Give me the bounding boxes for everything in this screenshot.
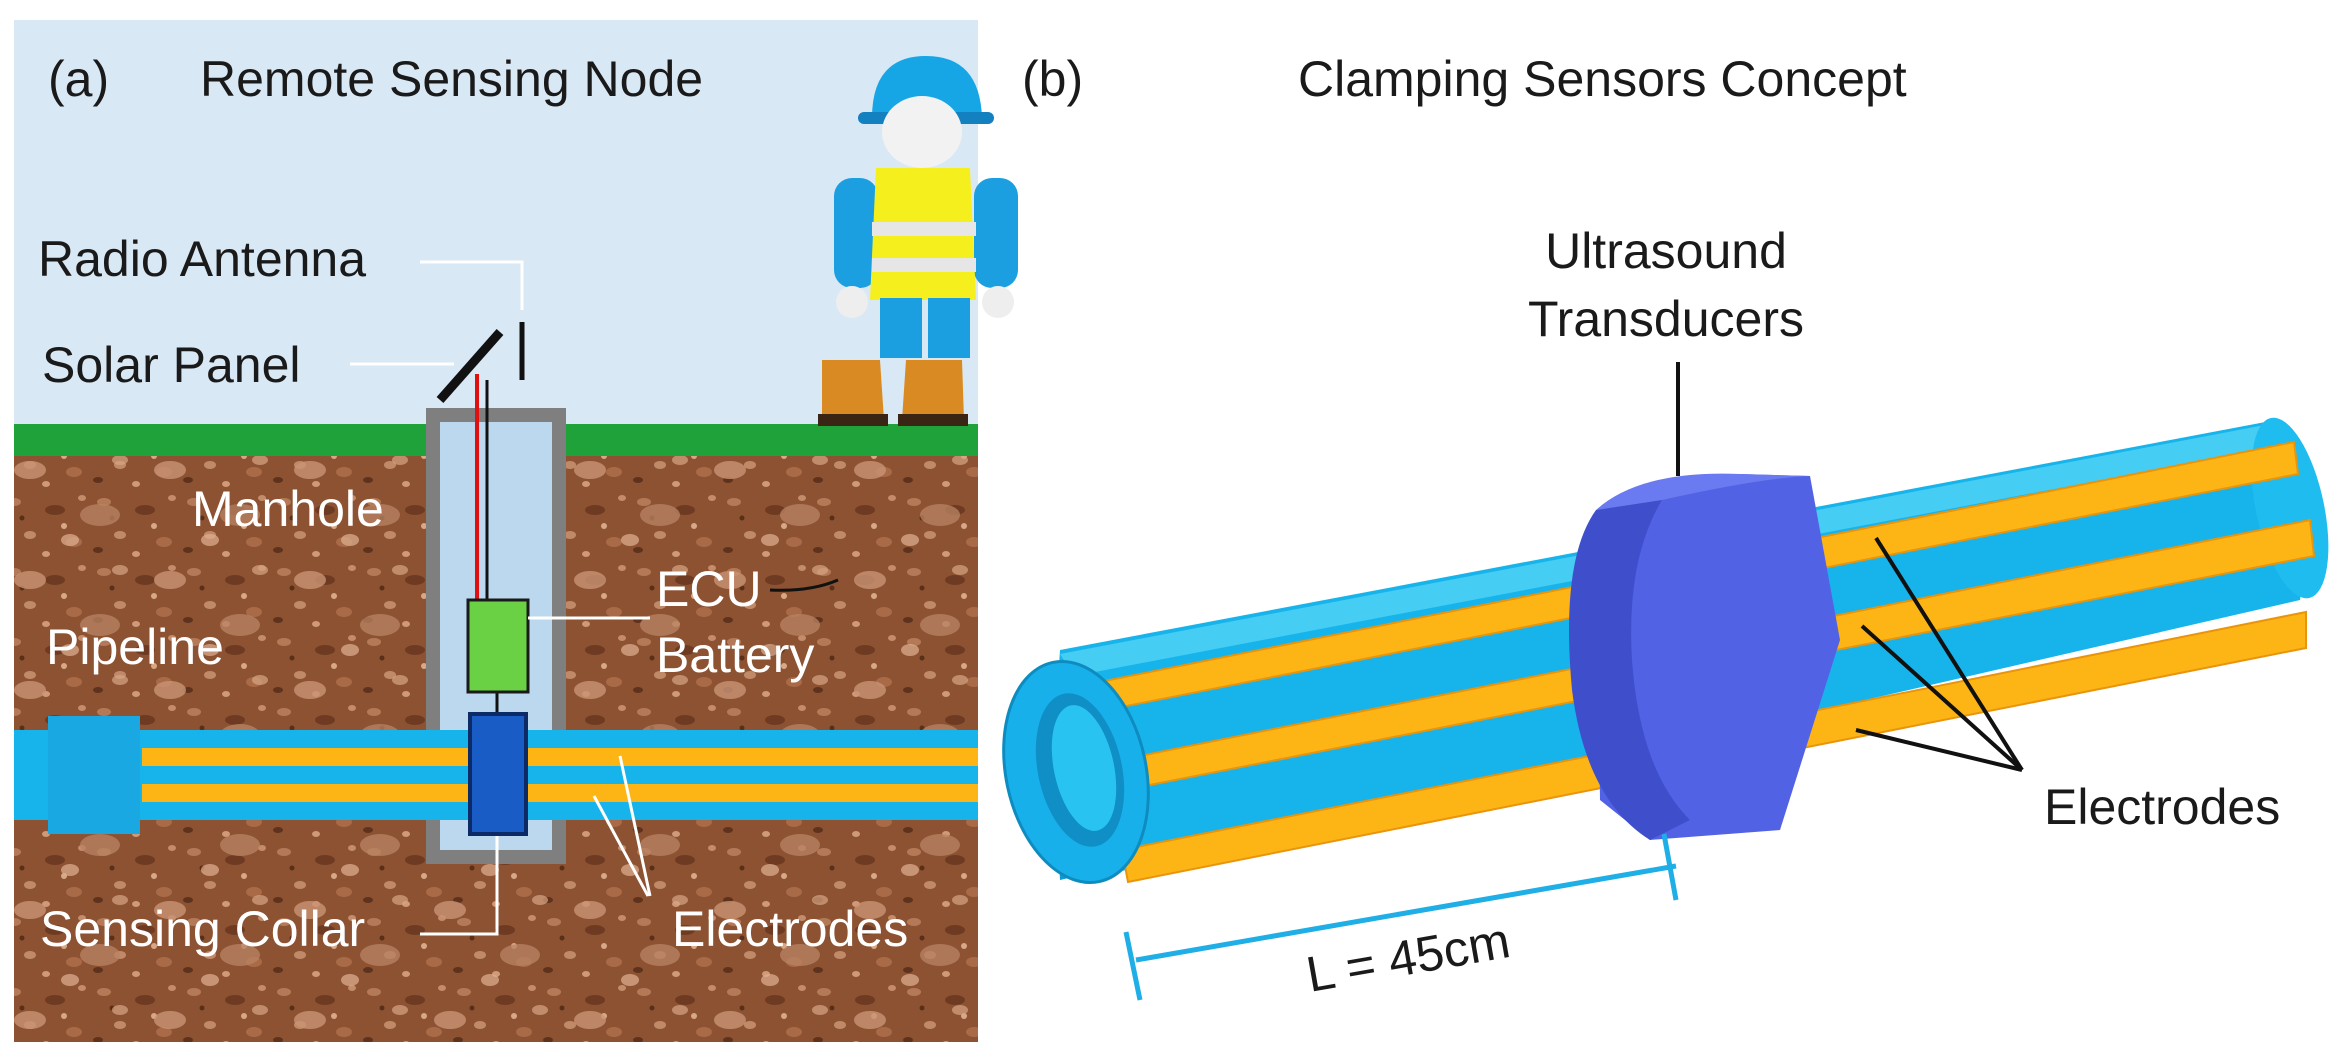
ecu-label: ECU xyxy=(656,561,762,617)
battery-label: Battery xyxy=(656,627,814,683)
transducer-ring-top xyxy=(1596,473,1810,510)
solar-panel xyxy=(436,329,504,403)
electrode-b-leader-1 xyxy=(1874,536,2024,772)
sensing-collar-leader xyxy=(420,836,499,936)
dimension-line xyxy=(1135,863,1677,963)
manhole-label: Manhole xyxy=(192,481,384,537)
sky xyxy=(14,20,978,428)
electrode-leader-1 xyxy=(592,795,650,897)
pipe-electrode-lower xyxy=(142,784,978,802)
sensing-collar xyxy=(468,712,528,836)
pipe-electrode-upper xyxy=(142,748,978,766)
transducer-ring xyxy=(1596,474,1840,840)
pipeline-label: Pipeline xyxy=(46,619,224,675)
ultrasound-label-line2: Transducers xyxy=(1528,291,1804,347)
dimension-tick-right xyxy=(1661,833,1679,901)
pipe-near-end-bore xyxy=(1051,705,1117,831)
ecu-battery-box xyxy=(466,598,530,694)
ultrasound-label-line1: Ultrasound xyxy=(1545,223,1787,279)
electrode-b-leader-2 xyxy=(1860,624,2024,772)
ecu-black-mark xyxy=(769,578,839,592)
electrodes-label-b: Electrodes xyxy=(2044,779,2280,835)
solar-panel-label: Solar Panel xyxy=(42,337,301,393)
dimension-tick-left xyxy=(1123,931,1143,1001)
panel-b-tag: (b) xyxy=(1022,51,1083,107)
sensing-collar-label: Sensing Collar xyxy=(40,901,365,957)
panel-b-title: Clamping Sensors Concept xyxy=(1298,51,1907,107)
panel-a-tag: (a) xyxy=(48,51,109,107)
radio-antenna-label: Radio Antenna xyxy=(38,231,366,287)
electrodes-label-a: Electrodes xyxy=(672,901,908,957)
worker-figure xyxy=(818,56,1018,426)
panel-b: (b) Clamping Sensors Concept Ultrasound … xyxy=(1002,51,2329,1003)
panel-a: (a) Remote Sensing Node Radio Antenna So… xyxy=(14,20,1018,1042)
pipeline-coupling xyxy=(48,716,140,834)
radio-antenna-leader xyxy=(420,260,524,310)
electrode-b-leader-3 xyxy=(1855,728,2023,772)
electrode-leader-2 xyxy=(618,755,652,897)
panel-a-title: Remote Sensing Node xyxy=(200,51,703,107)
transducer-ring-face xyxy=(1569,500,1690,840)
